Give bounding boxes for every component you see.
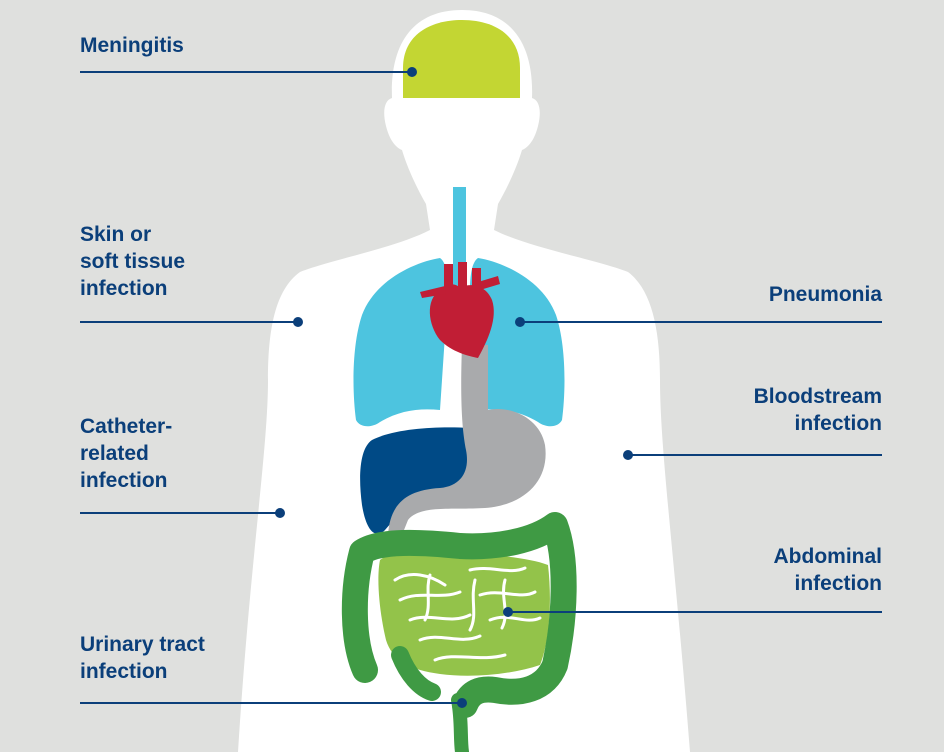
dot-urinary [457,698,467,708]
dot-pneumonia [515,317,525,327]
label-urinary-tract-infection: Urinary tract infection [80,631,205,685]
label-abdominal-infection: Abdominal infection [774,543,883,597]
dot-abdominal [503,607,513,617]
dot-catheter [275,508,285,518]
label-pneumonia: Pneumonia [769,281,882,308]
dot-bloodstream [623,450,633,460]
label-skin-soft-tissue-infection: Skin or soft tissue infection [80,221,185,302]
brain-organ [403,20,520,98]
label-bloodstream-infection: Bloodstream infection [754,383,882,437]
label-meningitis: Meningitis [80,32,184,59]
label-catheter-related-infection: Catheter- related infection [80,413,172,494]
dot-skin [293,317,303,327]
dot-meningitis [407,67,417,77]
